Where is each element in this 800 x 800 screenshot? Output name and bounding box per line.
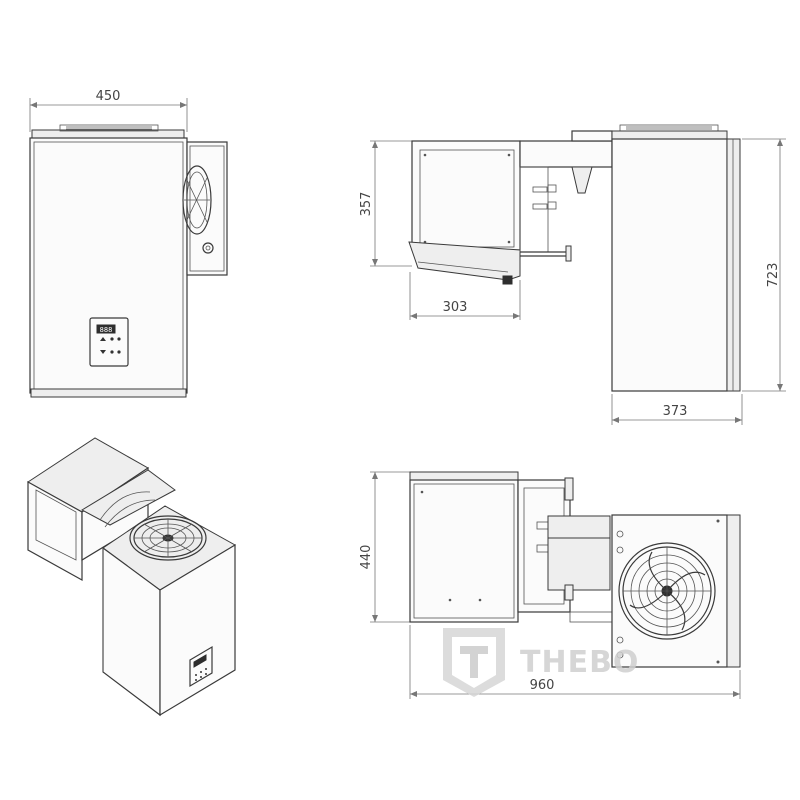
dimension-evaporator-height: 357 [359,140,412,267]
dimension-top-width: 440 [359,471,410,623]
front-width-label: 450 [96,89,121,104]
evaporator-depth-label: 303 [443,300,468,315]
dimension-condenser-depth: 373 [611,394,743,425]
side-view: 357 303 [359,124,786,425]
top-view: 440 [359,471,741,699]
control-panel: 888 [89,317,129,367]
dimension-evaporator-depth: 303 [409,272,521,320]
watermark-brand-text: THEBO [520,645,639,680]
dimension-total-length: 960 [409,625,741,699]
fan-side-icon [182,165,212,235]
condenser-depth-label: 373 [663,404,688,419]
isometric-view [27,437,236,717]
fan-guard-icon [618,542,716,640]
top-width-label: 440 [359,545,374,570]
controller-display: 888 [100,326,113,334]
total-length-label: 960 [530,678,555,693]
thebo-watermark-logo: THEBO [443,628,639,697]
front-view: 450 888 [29,89,228,398]
dimension-total-height: 723 [742,138,786,392]
iso-control-panel [189,645,213,688]
fan-top-icon [129,515,207,561]
total-height-label: 723 [766,263,781,288]
evaporator-height-label: 357 [359,192,374,217]
dimension-front-width: 450 [29,89,188,132]
